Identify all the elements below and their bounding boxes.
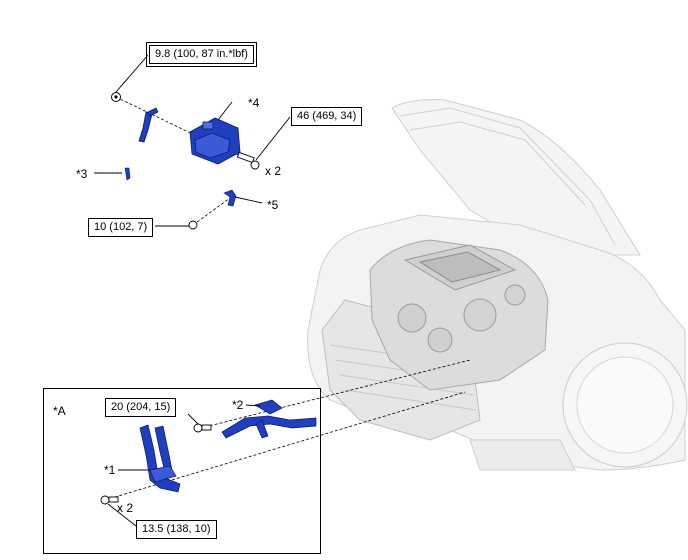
- torque-spec-nut: 9.8 (100, 87 in.*lbf): [146, 42, 257, 67]
- callout-a: *A: [53, 404, 66, 418]
- vehicle-illustration: [307, 99, 688, 471]
- bolt-13-5: [100, 495, 119, 505]
- bolt-20: [193, 423, 212, 433]
- callout-3: *3: [76, 167, 88, 181]
- torque-spec-bolt-10: 10 (102, 7): [88, 218, 154, 237]
- nut-part: [111, 92, 121, 102]
- callout-2: *2: [232, 398, 244, 412]
- leader-lines: [94, 54, 291, 227]
- pipe-part-5: [223, 189, 237, 207]
- inset-frame-a: [43, 388, 321, 554]
- torque-spec-bolt-13-5: 13.5 (138, 10): [136, 520, 217, 539]
- bracket-part: [138, 107, 159, 143]
- torque-spec-bolt-46: 46 (469, 34): [291, 107, 363, 126]
- callout-1: *1: [104, 463, 116, 477]
- hose-assembly-2: [221, 399, 317, 439]
- callout-5: *5: [267, 198, 279, 212]
- quantity-bolt-13-5: x 2: [117, 501, 134, 515]
- torque-spec-bolt-20: 20 (204, 15): [105, 398, 177, 417]
- callout-4: *4: [248, 96, 260, 110]
- pipe-assembly-1: [139, 424, 181, 493]
- hose-part-3: [124, 167, 131, 181]
- component-4: [189, 117, 241, 165]
- bolt-46: [236, 151, 260, 170]
- bolt-10: [188, 220, 198, 230]
- quantity-bolt-46: x 2: [265, 164, 282, 178]
